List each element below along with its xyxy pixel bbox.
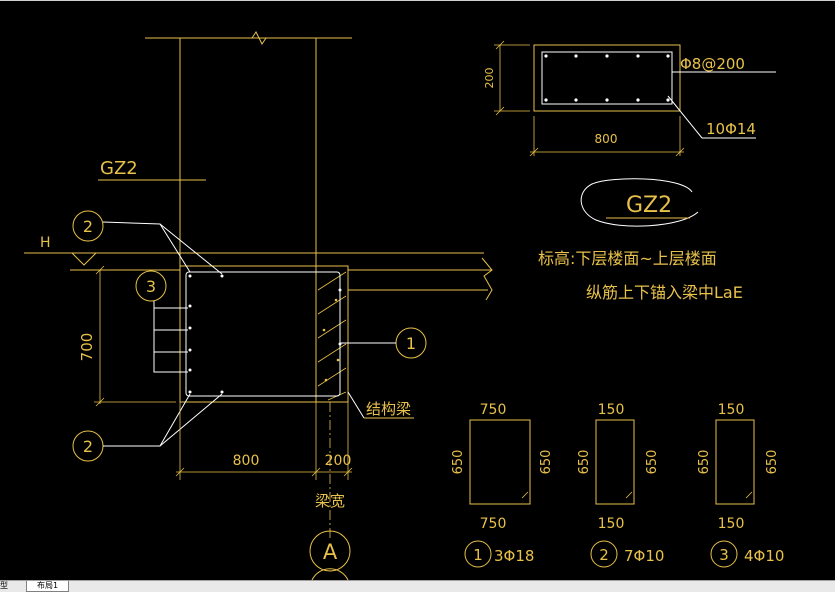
svg-text:GZ2: GZ2 [626, 193, 672, 218]
dim-bottom[interactable]: 800 200 [175, 402, 353, 480]
note-anchorage[interactable]: 纵筋上下锚入梁中LaE [586, 283, 743, 302]
svg-text:结构梁: 结构梁 [366, 400, 411, 418]
svg-text:H: H [40, 235, 51, 251]
callout-1[interactable]: 1 [340, 327, 427, 359]
window-top-edge [0, 0, 835, 1]
svg-text:1: 1 [406, 334, 416, 353]
svg-text:800: 800 [233, 453, 260, 469]
gz2-highlight[interactable]: GZ2 [580, 178, 699, 227]
layout-tab-bar: 型 布局1 [0, 580, 835, 592]
svg-text:2: 2 [599, 546, 609, 564]
svg-text:200: 200 [325, 453, 352, 469]
svg-text:750: 750 [480, 402, 507, 418]
dim-700[interactable]: 700 [78, 265, 176, 407]
callout-2-bottom[interactable]: 2 [72, 393, 223, 462]
axis-bubble-a[interactable]: A [309, 530, 351, 580]
model-tab-edge[interactable]: 型 [0, 581, 8, 590]
section-detail[interactable]: 200 800 Φ8@200 10Φ14 [483, 40, 776, 157]
svg-text:750: 750 [480, 516, 507, 532]
svg-text:3: 3 [719, 546, 729, 564]
svg-text:Φ8@200: Φ8@200 [680, 55, 745, 73]
svg-text:650: 650 [451, 450, 466, 475]
svg-text:650: 650 [539, 450, 554, 475]
svg-text:GZ2: GZ2 [100, 158, 138, 179]
tab-layout1[interactable]: 布局1 [26, 581, 70, 592]
svg-text:3: 3 [146, 277, 156, 296]
svg-text:150: 150 [718, 516, 745, 532]
svg-text:7Φ10: 7Φ10 [624, 547, 664, 565]
bar-detail-3[interactable]: 150 150 650 650 3 4Φ10 [697, 402, 784, 568]
svg-text:2: 2 [83, 437, 93, 456]
bar-detail-2[interactable]: 150 150 650 650 2 7Φ10 [577, 402, 664, 568]
svg-text:650: 650 [645, 450, 660, 475]
column-tag-gz2[interactable]: GZ2 [98, 158, 206, 181]
svg-text:150: 150 [598, 402, 625, 418]
beam-width-label[interactable]: 梁宽 [315, 492, 345, 510]
svg-text:200: 200 [483, 68, 496, 89]
svg-text:650: 650 [697, 450, 712, 475]
svg-text:800: 800 [595, 132, 618, 146]
svg-text:2: 2 [83, 217, 93, 236]
svg-text:150: 150 [598, 516, 625, 532]
callout-2-top[interactable]: 2 [72, 210, 223, 275]
note-elevation[interactable]: 标高:下层楼面~上层楼面 [538, 249, 717, 268]
svg-text:1: 1 [473, 546, 483, 564]
cad-drawing-canvas[interactable]: GZ2 H 2 3 2 1 结构梁 [0, 0, 835, 580]
column-outline [145, 31, 493, 540]
svg-text:10Φ14: 10Φ14 [706, 120, 756, 138]
callout-3[interactable]: 3 [135, 270, 188, 373]
svg-text:3Φ18: 3Φ18 [494, 547, 534, 565]
svg-text:650: 650 [577, 450, 592, 475]
structural-beam-label[interactable]: 结构梁 [347, 391, 414, 419]
bar-detail-1[interactable]: 750 750 650 650 1 3Φ18 [451, 402, 554, 568]
beam-hatching [317, 271, 347, 401]
rebar-dots [188, 274, 342, 394]
svg-text:A: A [323, 540, 338, 564]
svg-text:700: 700 [78, 333, 96, 362]
svg-text:650: 650 [765, 450, 780, 475]
svg-text:150: 150 [718, 402, 745, 418]
section-bar-dots [544, 54, 670, 102]
svg-text:4Φ10: 4Φ10 [744, 547, 784, 565]
